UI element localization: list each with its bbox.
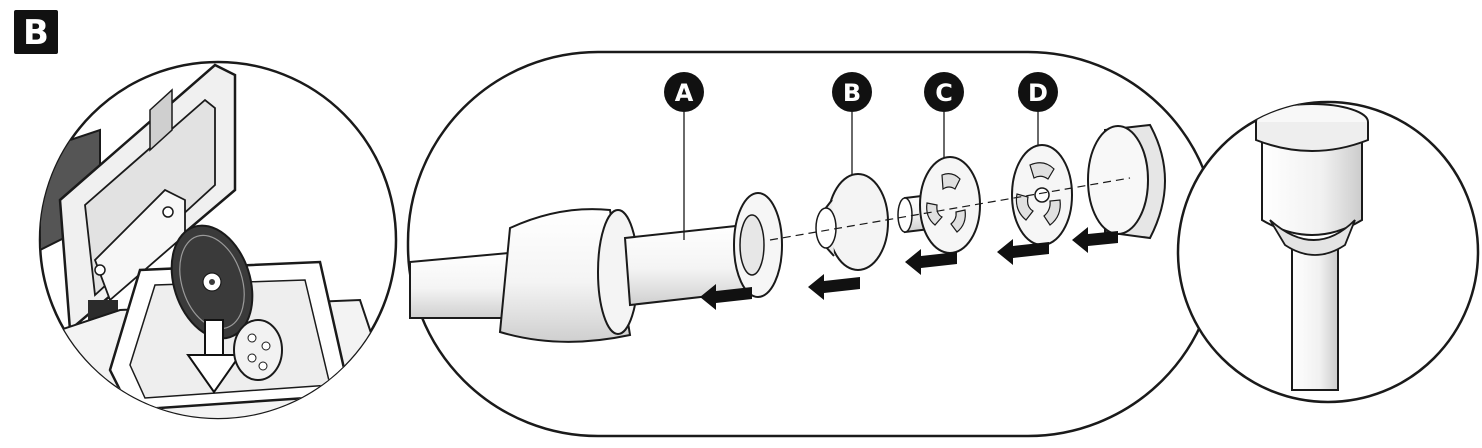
part-label-c: C <box>924 72 964 112</box>
gear-plate <box>233 319 283 381</box>
part-b-cone <box>815 173 889 271</box>
assembly-axis <box>769 177 1131 241</box>
step-badge: B <box>14 10 58 54</box>
cutting-disc <box>170 224 254 340</box>
right-detail-circle <box>1176 100 1480 404</box>
svg-text:D: D <box>1028 79 1048 107</box>
svg-text:C: C <box>935 79 953 107</box>
insert-arrow-icon <box>186 319 242 394</box>
step-badge-label: B <box>23 13 49 53</box>
left-detail-circle <box>38 60 398 420</box>
housing-collar <box>498 208 639 343</box>
exploded-view-panel: A B C D <box>406 50 1220 438</box>
end-cap <box>1087 123 1166 240</box>
svg-text:B: B <box>843 79 861 107</box>
disassembly-arrow-icon <box>700 227 1118 310</box>
part-label-b: B <box>832 72 872 112</box>
part-d-disc <box>1011 144 1073 246</box>
part-label-d: D <box>1018 72 1058 112</box>
part-label-a: A <box>664 72 704 112</box>
svg-text:A: A <box>675 79 694 107</box>
